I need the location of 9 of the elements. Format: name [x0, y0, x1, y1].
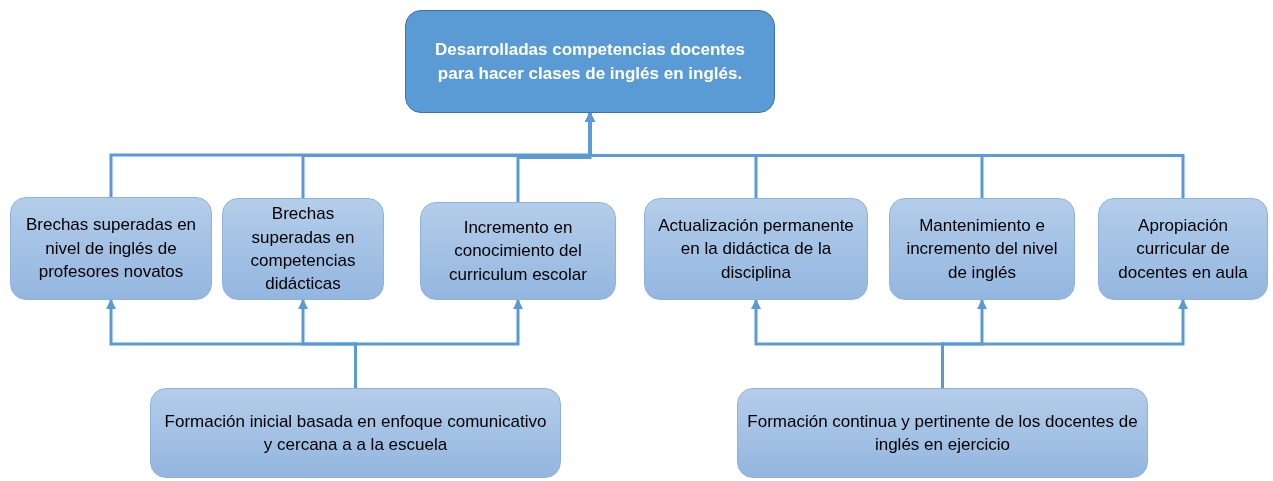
- process-box: Brechas superadas en nivel de inglés de profesores novatos: [10, 197, 212, 300]
- process-box: Incremento en conocimiento del curriculum escolar: [420, 202, 616, 300]
- process-box: Actualización permanente en la didáctica de la disciplina: [644, 198, 868, 300]
- process-box: Apropiación curricular de docentes en aula: [1098, 198, 1268, 300]
- goal-box: Desarrolladas competencias docentes para hacer clases de inglés en inglés.: [405, 10, 775, 113]
- process-box: Mantenimiento e incremento del nivel de inglés: [889, 198, 1075, 300]
- process-box: Formación inicial basada en enfoque comunicativo y cercana a a la escuela: [150, 388, 561, 478]
- process-box: Formación continua y pertinente de los docentes de inglés en ejercicio: [737, 388, 1148, 478]
- process-box: Brechas superadas en competencias didácticas: [222, 198, 384, 300]
